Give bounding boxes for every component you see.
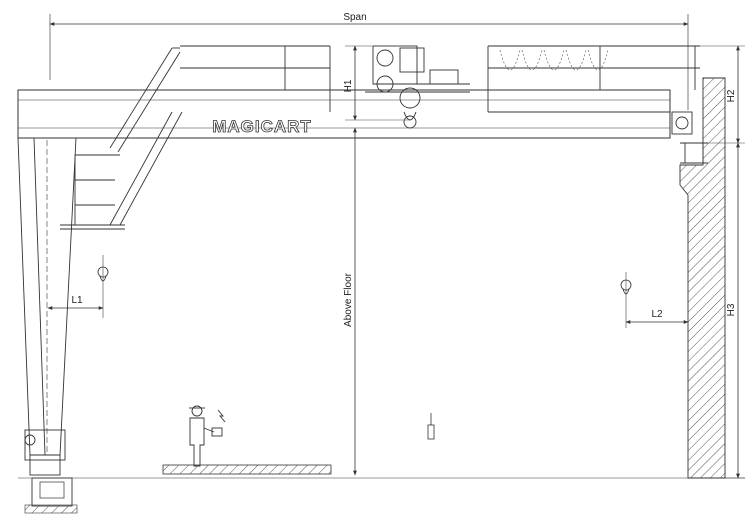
festoon-cables bbox=[499, 49, 609, 71]
l1-label: L1 bbox=[71, 295, 83, 306]
access-stairs bbox=[60, 47, 183, 230]
ground-platform bbox=[162, 464, 332, 475]
h3-label: H3 bbox=[726, 303, 737, 316]
span-dimension: Span bbox=[49, 12, 689, 110]
above-floor-dimension: Above Floor bbox=[343, 127, 357, 476]
hoist-trolley bbox=[365, 45, 470, 129]
span-label: Span bbox=[343, 12, 366, 23]
h2-label: H2 bbox=[726, 89, 737, 102]
main-girder: MAGICART bbox=[17, 89, 671, 139]
left-leg bbox=[17, 137, 77, 476]
operator-figure bbox=[189, 405, 226, 467]
brand-logo: MAGICART bbox=[212, 117, 312, 136]
h1-label: H1 bbox=[343, 79, 354, 92]
l1-dimension: L1 bbox=[47, 255, 109, 318]
above-floor-label: Above Floor bbox=[343, 272, 354, 327]
h2-dimension: H2 bbox=[700, 45, 745, 144]
building-wall bbox=[679, 77, 726, 479]
l2-dimension: L2 bbox=[620, 272, 689, 328]
pendant-controller bbox=[427, 413, 435, 440]
h1-dimension: H1 bbox=[343, 45, 410, 121]
l2-label: L2 bbox=[651, 309, 663, 320]
top-railing bbox=[180, 45, 700, 113]
h3-dimension: H3 bbox=[725, 142, 745, 479]
left-footing bbox=[24, 477, 78, 514]
